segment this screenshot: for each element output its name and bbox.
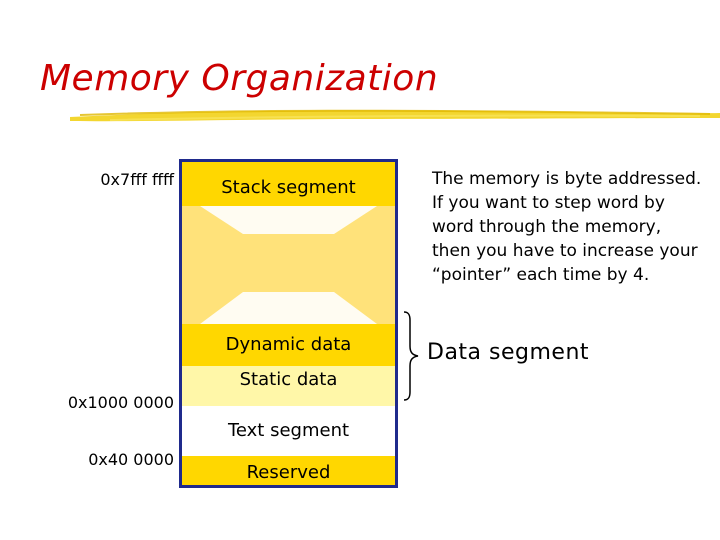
byte-addressing-note: The memory is byte addressed. If you wan… [432, 169, 702, 285]
dynamic-data-label: Dynamic data [225, 334, 352, 355]
static-data-label: Static data [239, 369, 338, 390]
stack-grows-down-arrow [200, 206, 377, 324]
title-underline [70, 109, 720, 122]
text-segment: Text segment [182, 406, 395, 456]
free-space [182, 206, 395, 324]
data-segment-brace [403, 311, 419, 401]
address-data-start: 0x1000 0000 [67, 393, 174, 412]
stack-segment-label: Stack segment [221, 177, 356, 198]
stack-segment: Stack segment [182, 162, 395, 206]
address-text-start: 0x40 0000 [88, 450, 174, 469]
reserved-label: Reserved [246, 462, 331, 483]
reserved-segment: Reserved [182, 456, 395, 485]
dynamic-data-segment: Dynamic data [182, 324, 395, 366]
static-data-segment: Static data [182, 366, 395, 406]
text-segment-label: Text segment [227, 420, 350, 441]
slide-title: Memory Organization [40, 58, 439, 99]
memory-layout: Stack segment Dynamic data Static data T… [179, 159, 398, 488]
address-top: 0x7fff ffff [100, 170, 174, 189]
data-segment-label: Data segment [427, 340, 590, 365]
